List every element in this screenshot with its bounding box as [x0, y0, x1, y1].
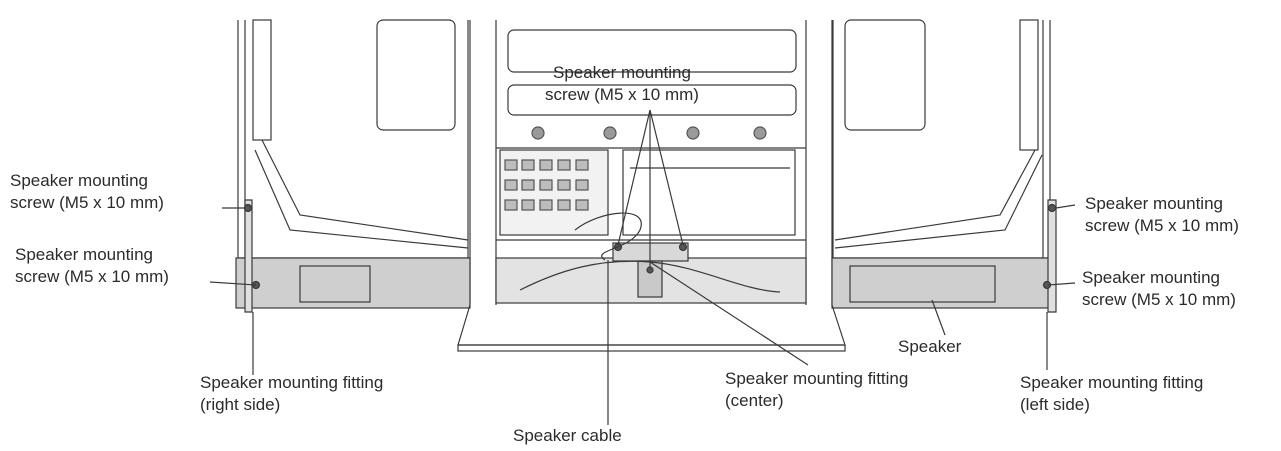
- label-screw-right-lower: Speaker mounting screw (M5 x 10 mm): [1082, 267, 1236, 311]
- label-screw-left-lower-line1: Speaker mounting: [15, 245, 153, 264]
- label-fitting-left-side-line1: Speaker mounting fitting: [1020, 373, 1204, 392]
- label-fitting-right-side-line2: (right side): [200, 395, 281, 414]
- label-fitting-right-side-line1: Speaker mounting fitting: [200, 373, 384, 392]
- label-screw-left-upper: Speaker mounting screw (M5 x 10 mm): [10, 170, 164, 214]
- label-fitting-left-side-line2: (left side): [1020, 395, 1090, 414]
- label-screw-left-lower-line2: screw (M5 x 10 mm): [15, 267, 169, 286]
- left-panel: [237, 19, 470, 259]
- label-screw-right-upper-line2: screw (M5 x 10 mm): [1085, 216, 1239, 235]
- label-screw-left-upper-line2: screw (M5 x 10 mm): [10, 193, 164, 212]
- label-screw-top-line2: screw (M5 x 10 mm): [545, 85, 699, 104]
- rear-screws: [531, 126, 767, 140]
- label-screw-right-upper: Speaker mounting screw (M5 x 10 mm): [1085, 193, 1239, 237]
- stand-base: [457, 304, 846, 352]
- label-screw-top: Speaker mounting screw (M5 x 10 mm): [545, 62, 699, 106]
- label-speaker-cable-text: Speaker cable: [513, 426, 622, 445]
- leader-lines: [209, 109, 1076, 425]
- label-screw-left-upper-line1: Speaker mounting: [10, 171, 148, 190]
- label-fitting-center-line1: Speaker mounting fitting: [725, 369, 909, 388]
- right-panel: [832, 19, 1051, 259]
- label-screw-left-lower: Speaker mounting screw (M5 x 10 mm): [15, 244, 169, 288]
- label-fitting-right-side: Speaker mounting fitting (right side): [200, 372, 383, 416]
- label-fitting-left-side: Speaker mounting fitting (left side): [1020, 372, 1203, 416]
- label-speaker-text: Speaker: [898, 337, 962, 356]
- label-screw-right-lower-line2: screw (M5 x 10 mm): [1082, 290, 1236, 309]
- label-screw-right-upper-line1: Speaker mounting: [1085, 194, 1223, 213]
- label-speaker: Speaker: [898, 336, 961, 358]
- label-screw-top-line1: Speaker mounting: [552, 63, 691, 82]
- terminal-blocks: [504, 159, 589, 211]
- label-speaker-cable: Speaker cable: [513, 425, 622, 447]
- label-screw-right-lower-line1: Speaker mounting: [1082, 268, 1220, 287]
- label-fitting-center-line2: (center): [725, 391, 784, 410]
- center-back-panel: [496, 29, 806, 241]
- label-fitting-center: Speaker mounting fitting (center): [725, 368, 908, 412]
